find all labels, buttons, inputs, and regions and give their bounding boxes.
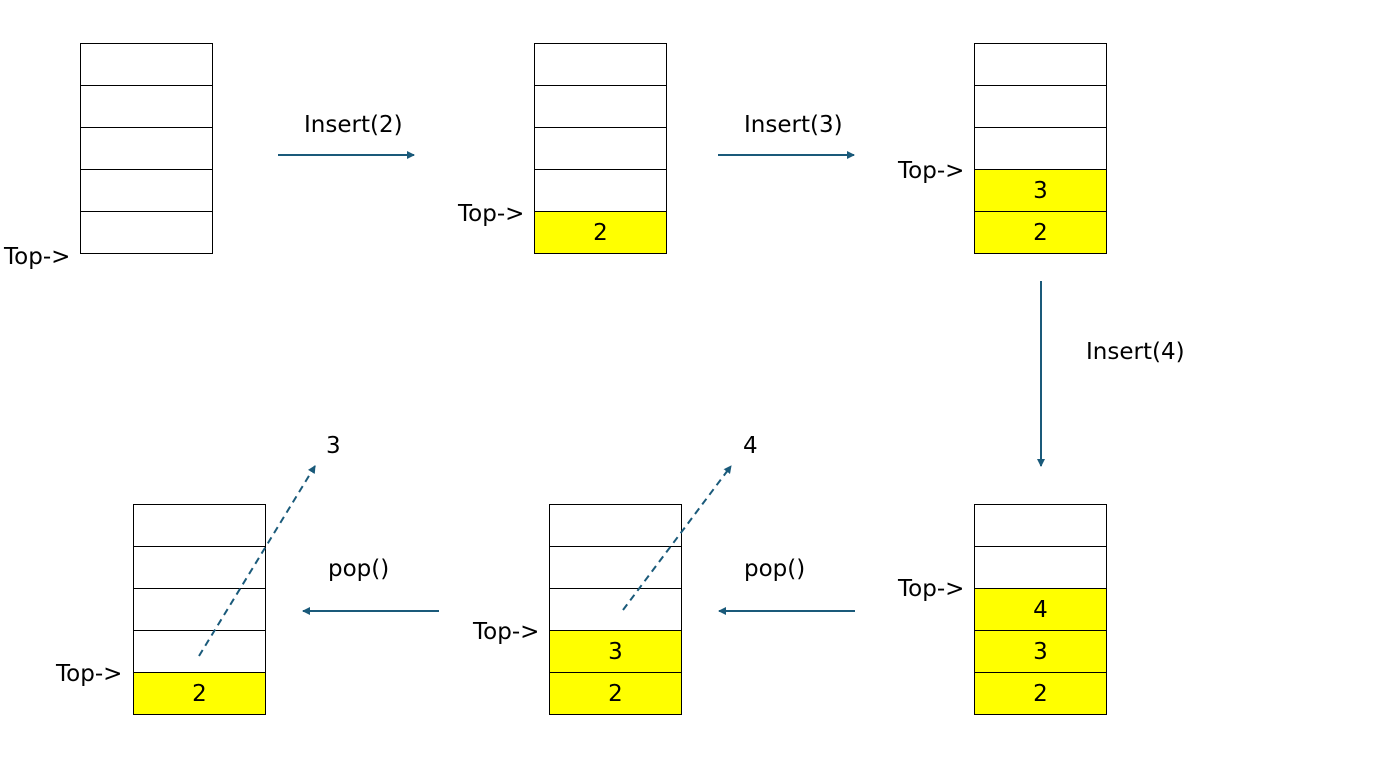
pop-1-label: pop()	[744, 556, 806, 582]
stack-cell-empty	[80, 211, 213, 254]
top-marker-after-pop-3: Top->	[56, 661, 123, 687]
stack-cell-empty	[534, 85, 667, 128]
stack-cell-filled: 3	[549, 630, 682, 673]
stack-after-pop-3: 2	[133, 504, 266, 715]
top-marker-after-insert-4: Top->	[898, 576, 965, 602]
stack-cell-empty	[534, 43, 667, 86]
top-marker-after-insert-2: Top->	[458, 201, 525, 227]
stack-cell-empty	[80, 85, 213, 128]
top-marker-initial: Top->	[4, 244, 71, 270]
stack-cell-empty	[133, 630, 266, 673]
stack-cell-filled: 3	[974, 169, 1107, 212]
stack-cell-empty	[549, 588, 682, 631]
insert-3-label: Insert(3)	[744, 112, 843, 138]
popped-value-4: 4	[743, 433, 758, 459]
stack-cell-filled: 2	[974, 672, 1107, 715]
stack-cell-empty	[974, 85, 1107, 128]
stack-cell-empty	[80, 169, 213, 212]
stack-cell-empty	[974, 43, 1107, 86]
top-marker-after-pop-4: Top->	[473, 619, 540, 645]
stack-cell-empty	[534, 169, 667, 212]
stack-cell-filled: 2	[549, 672, 682, 715]
insert-2-label: Insert(2)	[304, 112, 403, 138]
insert-4-label: Insert(4)	[1086, 339, 1185, 365]
stack-cell-filled: 2	[974, 211, 1107, 254]
stack-cell-filled: 3	[974, 630, 1107, 673]
pop-2-label: pop()	[328, 556, 390, 582]
stack-cell-empty	[534, 127, 667, 170]
stack-cell-filled: 2	[534, 211, 667, 254]
stack-cell-empty	[133, 504, 266, 547]
stack-cell-empty	[133, 546, 266, 589]
stack-cell-empty	[80, 43, 213, 86]
stack-after-insert-2: 2	[534, 43, 667, 254]
stack-cell-empty	[974, 546, 1107, 589]
stack-cell-empty	[974, 504, 1107, 547]
stack-cell-empty	[549, 504, 682, 547]
stack-cell-filled: 4	[974, 588, 1107, 631]
stack-cell-empty	[549, 546, 682, 589]
stack-cell-filled: 2	[133, 672, 266, 715]
stack-initial	[80, 43, 213, 254]
top-marker-after-insert-3: Top->	[898, 158, 965, 184]
stack-cell-empty	[133, 588, 266, 631]
popped-value-3: 3	[326, 433, 341, 459]
stack-cell-empty	[80, 127, 213, 170]
stack-cell-empty	[974, 127, 1107, 170]
